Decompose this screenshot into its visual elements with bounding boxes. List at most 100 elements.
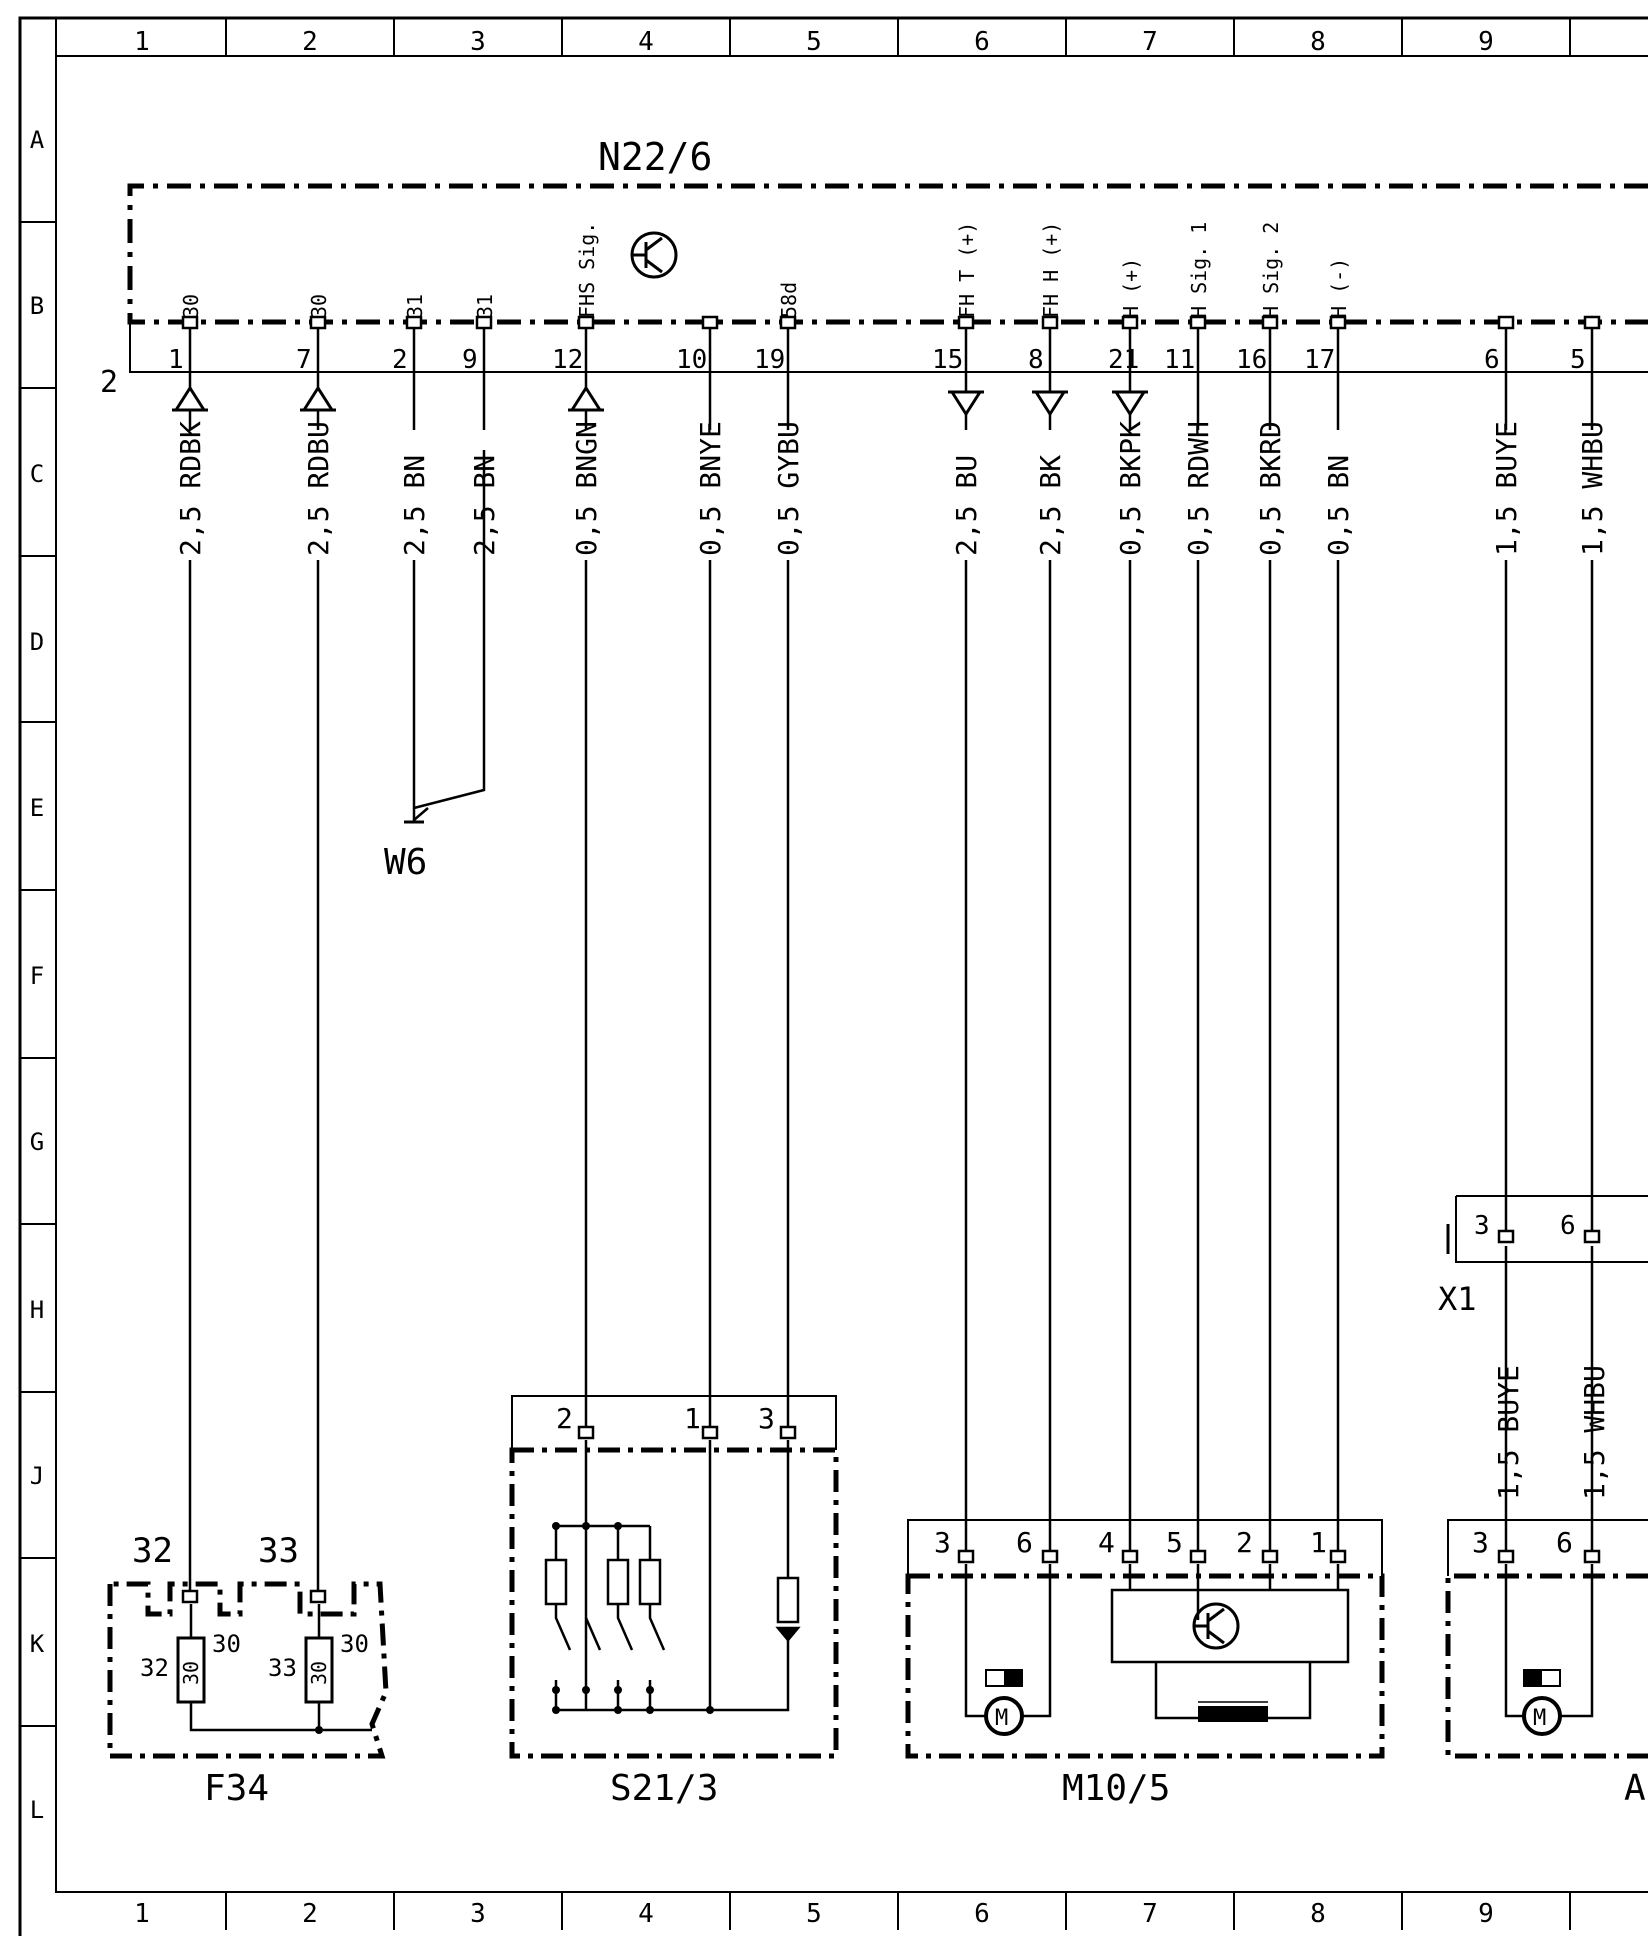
fuse-top: 30 [212,1630,241,1658]
switch-pin: 3 [758,1402,775,1435]
wire-label: 0,5 BKRD [1254,421,1287,556]
row-label: K [30,1630,45,1658]
pin-number: 1 [168,345,184,375]
wire-label: 2,5 BN [398,455,431,556]
pin-signal-label: 30 [179,294,203,318]
m10-pin: 5 [1166,1526,1183,1559]
wire-label: 0,5 RDWH [1182,421,1215,556]
pin-signal-label: 31 [403,294,427,318]
x1-label: X1 [1438,1280,1477,1318]
wire-pin-8: 8 FH H (+) 2,5 BK [1028,222,1068,1560]
wire-label: 0,5 BNYE [694,421,727,556]
motor-icon: M [1522,1669,1562,1736]
switch-s21-3: 2 1 3 S21/3 [509,1395,839,1809]
wire-label: 0,5 BNGN [570,421,603,556]
pin-signal-label: 58d [777,282,801,318]
wire-pin-7: 7 30 2,5 RDBU [296,294,336,1600]
fuse-terminal: 33 [258,1531,299,1571]
motor-icon: M [984,1669,1024,1736]
wire-label: 2,5 BK [1034,455,1067,556]
pin-number: 9 [462,345,478,375]
fuse-side: 32 [140,1654,169,1682]
switch-pin: 1 [684,1402,701,1435]
col-label-top: 3 [470,27,486,57]
row-label: C [30,460,44,488]
right-pin: 3 [1472,1526,1489,1559]
pin-signal-label: FH H (+) [1039,222,1063,318]
col-label-top: 4 [638,27,654,57]
right-label: A [1624,1768,1646,1809]
pin-number: 11 [1164,345,1195,375]
pin-number: 8 [1028,345,1044,375]
switch-pin: 2 [556,1402,573,1435]
wire-pin-21: 21H (+)0,5 BKPK [1108,258,1148,1560]
ground-w6: W6 [384,450,486,883]
row-label: L [30,1796,44,1824]
wire-label: 0,5 BN [1322,455,1355,556]
pin-signal-label: H (-) [1327,258,1351,318]
row-label: G [30,1128,44,1156]
motor-letter: M [1533,1706,1546,1731]
col-label-bottom: 2 [302,1899,318,1929]
fuse-value: 30 [179,1661,203,1685]
fusebox-label: F34 [204,1768,269,1809]
wire-pin-17: 17H (-)0,5 BN [1304,258,1355,1560]
column-grid [225,18,1571,1930]
pin-number: 6 [1484,345,1500,375]
wire-pin-11: 11 H Sig. 1 0,5 RDWH [1164,222,1215,1560]
pin-signal-label: FHS Sig. [575,222,599,318]
pin-number: 16 [1236,345,1267,375]
col-label-bottom: 9 [1478,1899,1494,1929]
motor-letter: M [995,1706,1008,1731]
transistor-icon [630,231,678,279]
switch-label: S21/3 [610,1768,718,1809]
wire-label: 2,5 RDBU [302,421,335,556]
x1-pin: 3 [1474,1211,1490,1241]
col-label-bottom: 5 [806,1899,822,1929]
pin-signal-label: FH T (+) [955,222,979,318]
col-label-top: 7 [1142,27,1158,57]
col-label-top: 8 [1310,27,1326,57]
pin-signal-label: 30 [307,294,331,318]
wire-label: 1,5 BUYE [1490,421,1523,556]
pin-number: 7 [296,345,312,375]
fuse-terminal: 32 [132,1531,173,1571]
x1-wire-label: 1,5 WHBU [1578,1365,1611,1500]
right-pin: 6 [1556,1526,1573,1559]
wire-label: 0,5 GYBU [772,421,805,556]
col-label-top: 2 [302,27,318,57]
row-label: B [30,292,44,320]
col-label-bottom: 1 [134,1899,150,1929]
motor-m10-5: 3 6 4 5 2 1 M M10/5 [905,1519,1385,1809]
motor-right-partial: 3 6 M A [1445,1519,1648,1809]
pin-signal-label: H Sig. 1 [1187,222,1211,318]
fuse-side: 33 [268,1654,297,1682]
pin-number: 2 [392,345,408,375]
m10-pin: 4 [1098,1526,1115,1559]
capacitor-icon [1198,1706,1268,1722]
wire-pin-19: 19 58d 0,5 GYBU [754,282,805,1436]
pin-signal-label: H Sig. 2 [1259,222,1283,318]
wire-label: 2,5 BU [950,455,983,556]
connector-x1: 3 6 X1 1,5 BUYE 1,5 WHBU [1438,1195,1648,1500]
wire-pin-5: 5 1,5 WHBU [1570,315,1609,1560]
wire-label: 1,5 WHBU [1576,421,1609,556]
row-grid [20,221,56,1727]
control-unit-label: N22/6 [598,135,712,179]
col-label-bottom: 6 [974,1899,990,1929]
x1-wire-label: 1,5 BUYE [1492,1365,1525,1500]
col-label-top: 9 [1478,27,1494,57]
pin-number: 19 [754,345,785,375]
pin-number: 15 [932,345,963,375]
col-label-top: 6 [974,27,990,57]
fuse-icon [304,1636,334,1704]
ground-label: W6 [384,842,427,883]
pin-number: 5 [1570,345,1586,375]
pin-signal-label: H (+) [1119,258,1143,318]
m10-pin: 3 [934,1526,951,1559]
border-frame [18,16,1648,1936]
wire-pin-2: 2 31 2,5 BN [392,294,431,780]
